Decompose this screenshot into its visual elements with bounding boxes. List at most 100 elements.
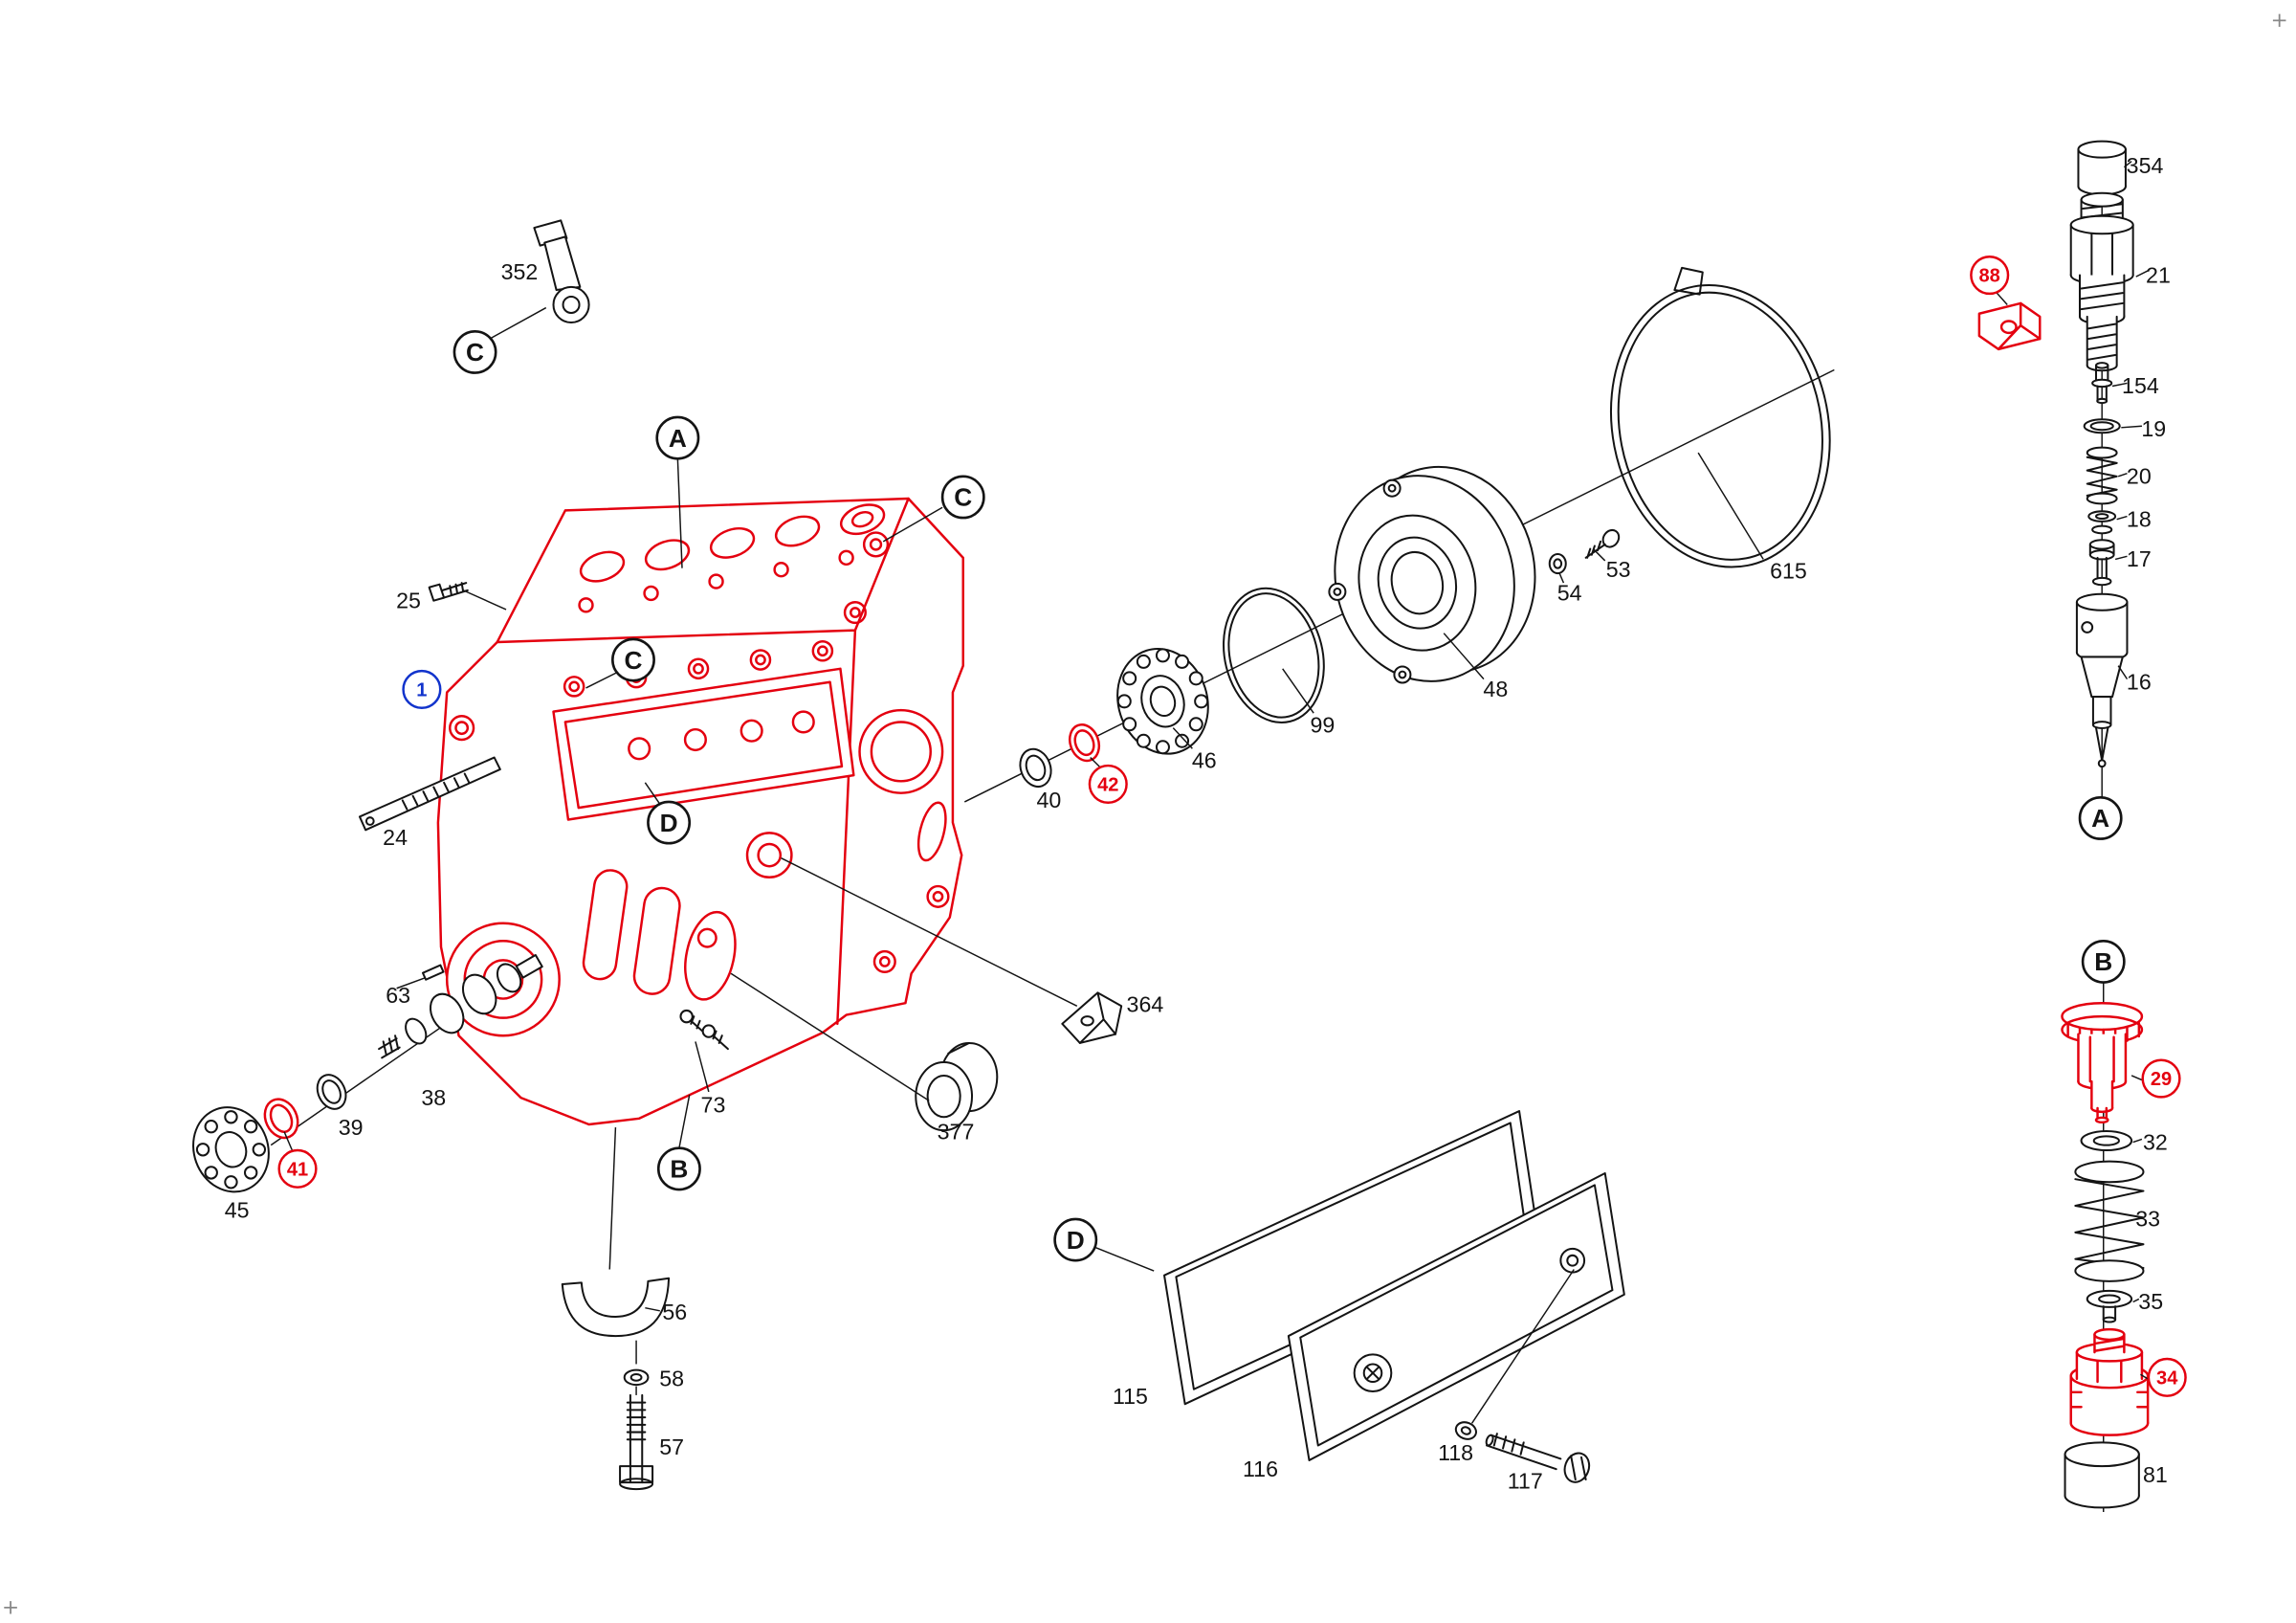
- label-number: 58: [659, 1367, 684, 1391]
- part-48-bearing-end-plate: [1328, 465, 1536, 684]
- part-53-screw: [1584, 528, 1621, 559]
- part-label-58: 58: [659, 1367, 684, 1391]
- label-number: 33: [2135, 1207, 2160, 1232]
- part-label-38: 38: [421, 1085, 446, 1110]
- label-number: 42: [1097, 774, 1118, 795]
- callout-c-0: C: [453, 329, 497, 374]
- callout-d-6: D: [1053, 1217, 1098, 1262]
- callout-d-4: D: [647, 800, 692, 845]
- leader-lines: [283, 160, 2149, 1424]
- part-label-117: 117: [1508, 1468, 1543, 1493]
- part-81-cap: [2064, 1441, 2140, 1509]
- part-29-delivery-valve: [2061, 1001, 2144, 1124]
- callout-letter: C: [954, 483, 972, 512]
- callout-circle: [655, 415, 700, 460]
- callout-letter: A: [669, 424, 687, 453]
- labels-layer: CACCDBDAB3522512463383941455658577337736…: [2, 9, 2288, 1620]
- part-label-364: 364: [1127, 991, 1164, 1016]
- part-label-1: 1: [402, 669, 442, 710]
- part-label-42: 42: [1088, 764, 1128, 804]
- label-number: 18: [2127, 506, 2152, 531]
- part-label-154: 154: [2122, 373, 2159, 398]
- callout-b-8: B: [2081, 939, 2126, 984]
- part-41-seal-ring: [263, 1098, 299, 1140]
- part-label-73: 73: [701, 1093, 726, 1118]
- label-number: 615: [1770, 558, 1807, 583]
- label-number: 21: [2146, 262, 2171, 287]
- label-number: 46: [1192, 747, 1217, 772]
- label-number: 45: [225, 1197, 250, 1222]
- label-number: 16: [2127, 669, 2152, 694]
- part-label-115: 115: [1113, 1384, 1148, 1409]
- label-number: 40: [1037, 788, 1062, 812]
- callout-b-5: B: [656, 1146, 701, 1191]
- part-24-control-rack: [358, 756, 501, 832]
- part-label-17: 17: [2127, 546, 2152, 571]
- part-615-gasket-ring: [1609, 266, 1831, 568]
- label-number: 154: [2122, 373, 2159, 398]
- label-number: 88: [1979, 266, 2000, 287]
- part-117-bolt: [1485, 1433, 1591, 1483]
- callout-a-7: A: [2078, 795, 2123, 840]
- part-377-cover-plug: [915, 1041, 999, 1132]
- label-number: 41: [287, 1159, 308, 1180]
- label-number: 54: [1557, 581, 1582, 606]
- part-label-33: 33: [2135, 1207, 2160, 1232]
- part-154-pressure-pin: [2091, 362, 2113, 405]
- part-364-clip: [1061, 991, 1123, 1044]
- label-circle: [2147, 1357, 2187, 1397]
- label-number: 32: [2143, 1129, 2168, 1154]
- part-73-screws: [679, 1009, 729, 1051]
- label-number: 19: [2141, 416, 2166, 441]
- label-number: 377: [938, 1119, 975, 1144]
- label-number: 1: [416, 679, 427, 700]
- part-label-615: 615: [1770, 558, 1807, 583]
- part-54-washer: [1548, 552, 1567, 575]
- part-46-roller-bearing: [1116, 647, 1209, 755]
- label-number: 17: [2127, 546, 2152, 571]
- part-38-camshaft: [378, 954, 543, 1059]
- callout-c-3: C: [611, 637, 655, 682]
- callout-letter: A: [2091, 804, 2109, 833]
- part-label-377: 377: [938, 1119, 975, 1144]
- part-label-29: 29: [2141, 1058, 2181, 1099]
- part-label-118: 118: [1438, 1440, 1473, 1465]
- label-number: 115: [1113, 1384, 1148, 1409]
- part-33-valve-spring: [2074, 1160, 2145, 1282]
- part-40-seal-ring: [1019, 747, 1052, 789]
- part-17-spindle: [2088, 539, 2115, 587]
- part-18-washer-set: [2087, 510, 2117, 535]
- label-number: 56: [662, 1300, 687, 1324]
- label-circle: [277, 1148, 318, 1189]
- part-label-352: 352: [501, 259, 539, 284]
- label-number: 39: [339, 1115, 364, 1140]
- part-label-41: 41: [277, 1148, 318, 1189]
- part-label-16: 16: [2127, 669, 2152, 694]
- part-21-nozzle-holder: [2069, 191, 2134, 372]
- part-label-116: 116: [1243, 1456, 1278, 1481]
- part-20-spring: [2086, 446, 2118, 505]
- part-99-o-ring: [1222, 587, 1325, 723]
- label-number: 53: [1606, 557, 1631, 582]
- part-42-o-ring: [1068, 723, 1101, 763]
- part-label-32: 32: [2143, 1129, 2168, 1154]
- part-118-washer: [1454, 1421, 1477, 1440]
- part-63-pin: [421, 964, 445, 981]
- callout-circle: [1053, 1217, 1098, 1262]
- callout-circle: [656, 1146, 701, 1191]
- part-57-bolt: [619, 1393, 654, 1491]
- part-label-54: 54: [1557, 581, 1582, 606]
- callout-letter: B: [670, 1155, 688, 1184]
- part-34-valve-holder: [2069, 1327, 2150, 1436]
- part-label-354: 354: [2127, 153, 2164, 178]
- part-label-19: 19: [2141, 416, 2166, 441]
- label-number: 81: [2143, 1462, 2168, 1487]
- callout-circle: [453, 329, 497, 374]
- label-number: 25: [396, 588, 421, 612]
- callout-letter: B: [2094, 947, 2112, 976]
- part-label-57: 57: [659, 1434, 684, 1459]
- part-label-81: 81: [2143, 1462, 2168, 1487]
- corner-mark-0: +: [2271, 9, 2288, 33]
- part-label-21: 21: [2146, 262, 2171, 287]
- label-circle: [2141, 1058, 2181, 1099]
